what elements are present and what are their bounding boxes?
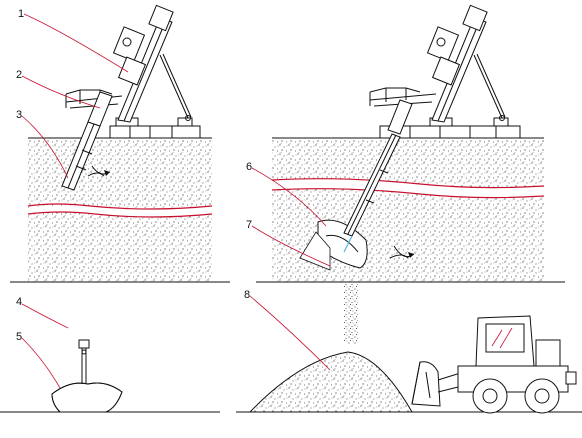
leader-4 bbox=[21, 303, 69, 329]
left-panel bbox=[0, 4, 230, 413]
right-rotation-arrow-icon bbox=[389, 245, 415, 259]
callout-7: 7 bbox=[246, 219, 252, 231]
callouts: 1 2 3 4 5 6 7 8 bbox=[16, 8, 331, 389]
right-seam-top bbox=[271, 178, 545, 189]
callout-5: 5 bbox=[16, 331, 22, 343]
left-drill-rod bbox=[61, 91, 113, 191]
leader-8 bbox=[249, 295, 331, 371]
right-upper-layer bbox=[272, 138, 544, 188]
left-lower-layer bbox=[28, 212, 212, 282]
callout-2: 2 bbox=[16, 69, 22, 81]
right-drill-rod bbox=[343, 99, 413, 253]
left-cavity bbox=[51, 339, 123, 413]
left-seam-top bbox=[27, 203, 213, 210]
falling-slurry bbox=[344, 284, 358, 344]
callout-4: 4 bbox=[16, 296, 22, 308]
callout-6: 6 bbox=[246, 161, 252, 173]
wheel-loader-icon bbox=[411, 315, 577, 414]
leader-5 bbox=[21, 337, 61, 389]
leader-6 bbox=[251, 167, 327, 227]
right-rig-mast bbox=[426, 4, 506, 123]
right-seam-bottom bbox=[271, 188, 545, 199]
cavity-inner bbox=[325, 234, 359, 253]
left-rig-mast bbox=[112, 4, 192, 123]
callout-1: 1 bbox=[18, 8, 24, 20]
stockpile bbox=[248, 351, 413, 413]
left-seam-bottom bbox=[27, 211, 213, 218]
right-lower-layer bbox=[272, 188, 544, 282]
callout-3: 3 bbox=[16, 109, 22, 121]
leader-3 bbox=[21, 115, 69, 179]
rotation-arrow-icon bbox=[87, 165, 111, 177]
leader-1 bbox=[23, 13, 129, 73]
callout-8: 8 bbox=[244, 289, 250, 301]
left-upper-layer bbox=[28, 138, 212, 208]
right-panel bbox=[236, 4, 582, 414]
leader-2 bbox=[21, 75, 101, 109]
cavity-collapse bbox=[299, 231, 331, 271]
leader-7 bbox=[251, 225, 331, 267]
water-jet bbox=[343, 235, 353, 253]
